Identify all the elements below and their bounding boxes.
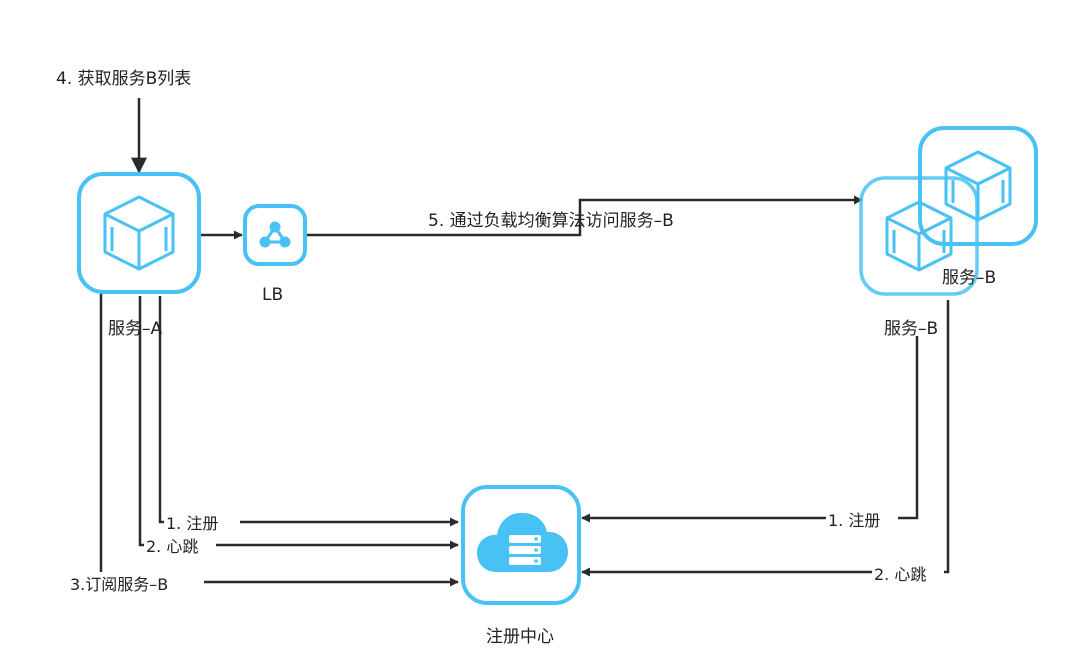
a-subscribe-label: 3.订阅服务–B — [70, 575, 168, 594]
lb-node — [243, 204, 307, 266]
registry-label: 注册中心 — [486, 627, 554, 647]
service-b-front-label: 服务–B — [884, 319, 938, 339]
get-list-label: 4. 获取服务B列表 — [56, 69, 191, 89]
service-b-back-label: 服务–B — [942, 268, 996, 288]
cube-icon — [103, 195, 175, 271]
lb-tile — [243, 204, 307, 266]
service-b-front-tile — [859, 176, 979, 296]
cube-icon — [885, 200, 953, 272]
share-nodes-icon — [259, 221, 291, 248]
service-a-label: 服务–A — [108, 319, 162, 339]
service-a-node — [77, 172, 201, 294]
lb-route-label: 5. 通过负载均衡算法访问服务–B — [428, 211, 674, 231]
b-register-arrow — [581, 336, 919, 523]
lb-label: LB — [262, 285, 283, 305]
a-register-label: 1. 注册 — [166, 514, 218, 533]
a-heartbeat-label: 2. 心跳 — [146, 537, 198, 556]
lb-to-b-arrow — [306, 195, 863, 237]
b-heartbeat-arrow — [581, 300, 950, 577]
a-heartbeat-arrow — [138, 296, 459, 550]
registry-node — [461, 485, 581, 605]
b-register-label: 1. 注册 — [828, 511, 880, 530]
cloud-server-icon — [477, 512, 568, 572]
a-register-arrow — [158, 296, 459, 527]
service-b-node-front — [859, 176, 979, 296]
b-heartbeat-label: 2. 心跳 — [874, 565, 926, 584]
